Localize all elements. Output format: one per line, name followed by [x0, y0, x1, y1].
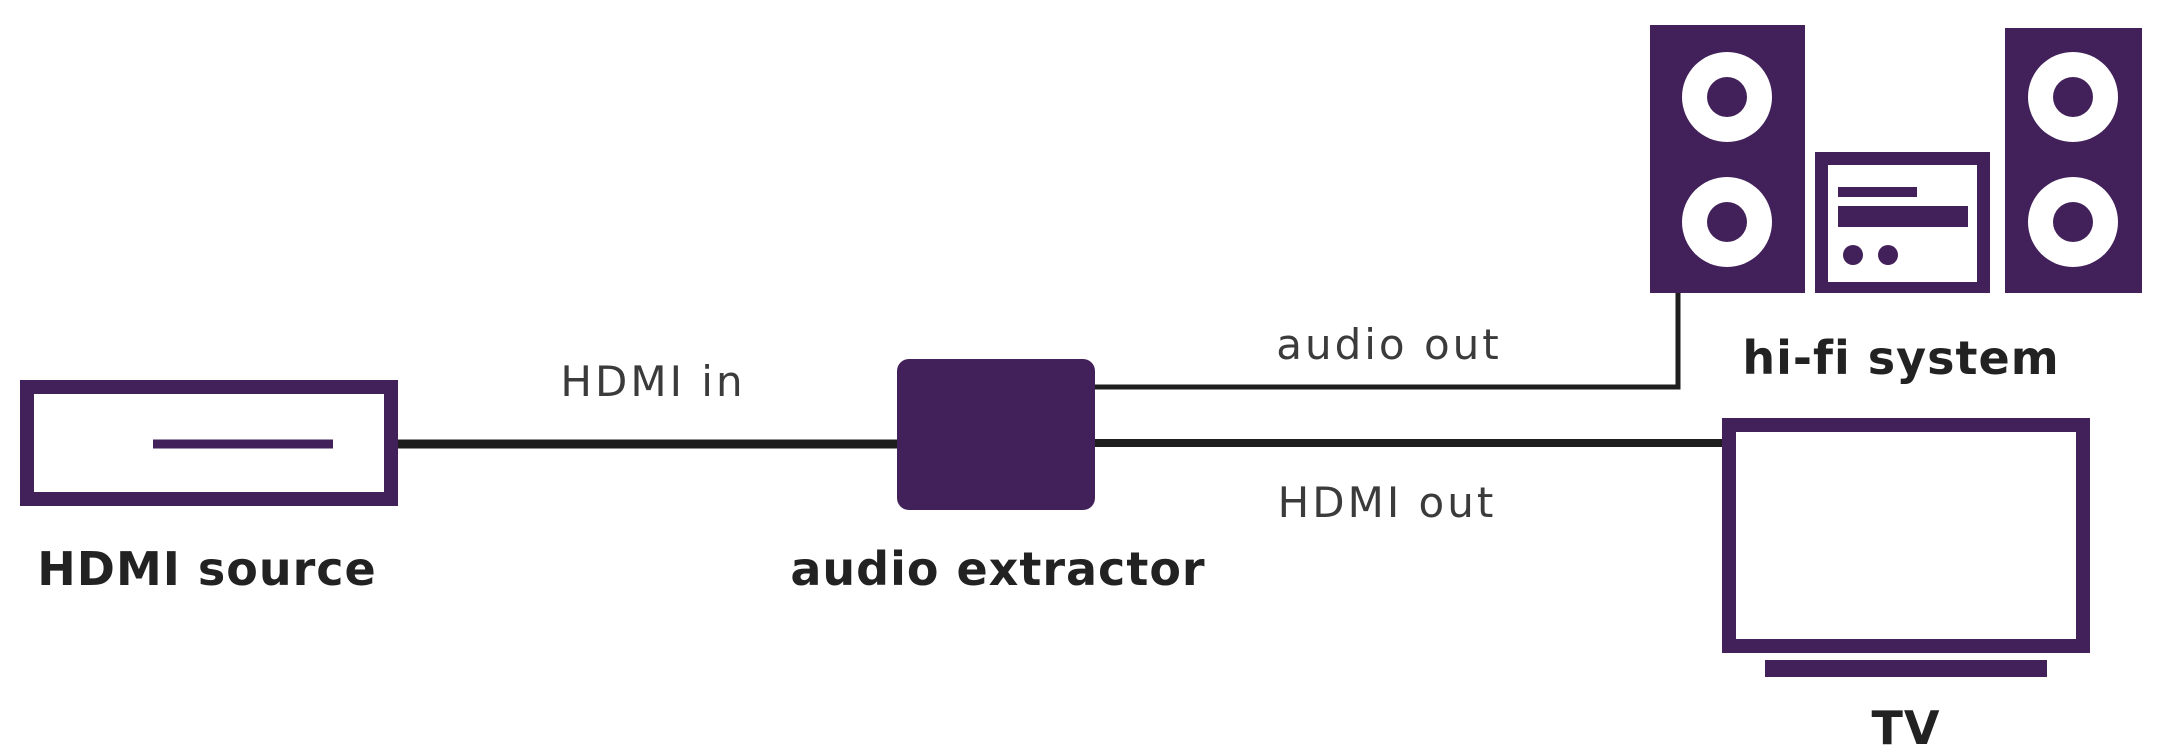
- tv-screen: [1722, 418, 2090, 653]
- hdmi-source-icon: [20, 380, 398, 506]
- receiver-knob: [1878, 245, 1898, 265]
- audio-out-cable: [1095, 293, 1681, 390]
- tv-stand: [1765, 660, 2047, 677]
- hifi-left-speaker: [1650, 25, 1805, 293]
- receiver-display-bar: [1838, 206, 1968, 227]
- audio-extractor-label: audio extractor: [790, 542, 1205, 596]
- speaker-cone-inner: [1707, 77, 1747, 117]
- hifi-system-label: hi-fi system: [1742, 331, 2059, 385]
- hdmi-in-label: HDMI in: [560, 357, 745, 406]
- audio-out-label: audio out: [1276, 320, 1502, 369]
- audio-extractor-icon: [897, 359, 1095, 510]
- hifi-right-speaker: [2005, 28, 2142, 293]
- tv-label: TV: [1872, 701, 1941, 755]
- hdmi-source-label: HDMI source: [37, 542, 376, 596]
- speaker-cone-inner: [2053, 202, 2093, 242]
- speaker-cone-inner: [2053, 77, 2093, 117]
- speaker-cone-inner: [1707, 202, 1747, 242]
- hifi-receiver: [1815, 152, 1990, 293]
- hifi-system-icon: [1650, 25, 2142, 293]
- receiver-display-line: [1838, 187, 1917, 197]
- receiver-knob: [1843, 245, 1863, 265]
- tv-icon: [1722, 418, 2090, 677]
- hdmi-out-label: HDMI out: [1278, 478, 1497, 527]
- cables: [398, 293, 1726, 449]
